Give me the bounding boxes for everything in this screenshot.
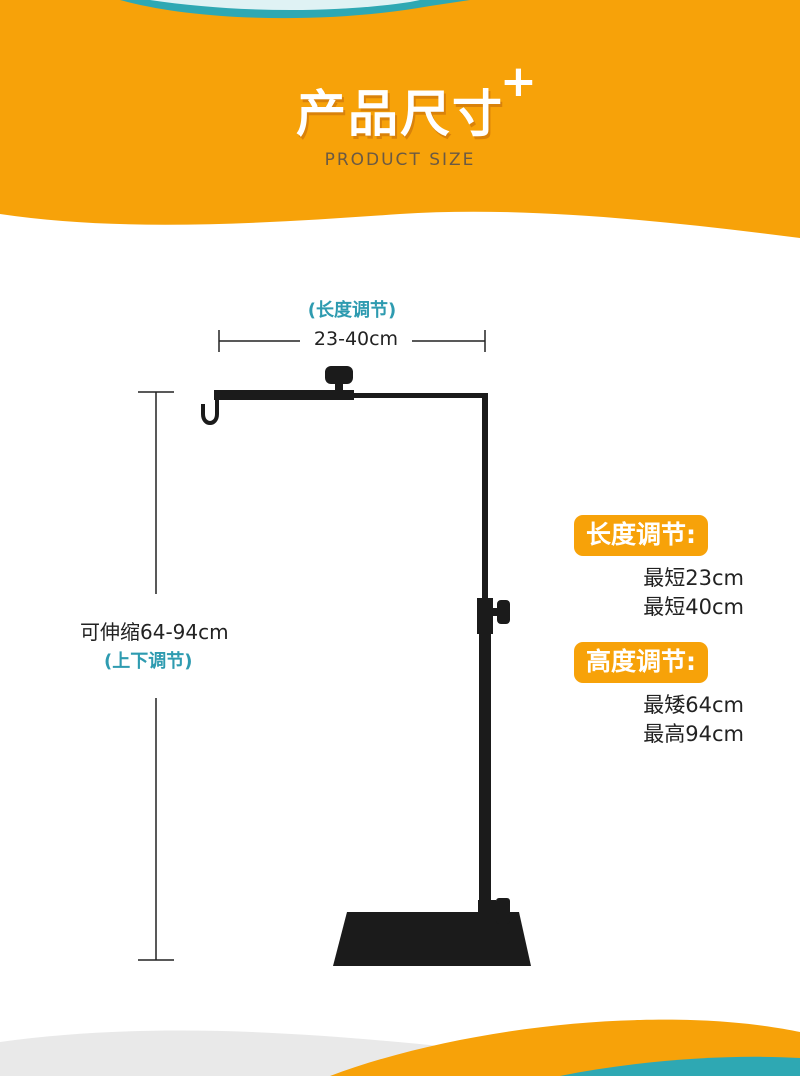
stand-arm — [222, 393, 488, 398]
length-min-spec: 最短23cm — [643, 566, 744, 590]
stand-upper-pole — [482, 394, 488, 600]
height-min-spec: 最矮64cm — [643, 693, 744, 717]
page-title: 产品尺寸 — [296, 85, 504, 143]
header-band — [0, 0, 800, 238]
page-subtitle: PRODUCT SIZE — [324, 150, 476, 170]
hanging-hook — [201, 395, 219, 425]
length-adjust-label: (长度调节) — [307, 300, 397, 321]
height-spec-badge: 高度调节: — [574, 642, 708, 683]
length-spec-badge: 长度调节: — [574, 515, 708, 556]
middle-knob — [497, 600, 510, 624]
arm-sleeve — [214, 390, 354, 400]
length-range-label: 23-40cm — [300, 328, 412, 350]
header-top-highlight — [150, 0, 420, 11]
height-dimension-line — [138, 391, 174, 961]
height-max-spec: 最高94cm — [643, 722, 744, 746]
middle-knob-stem — [493, 608, 499, 616]
height-range-label: 可伸缩64-94cm — [80, 620, 229, 644]
base-knob — [496, 898, 510, 924]
stand-product — [201, 366, 531, 966]
length-max-spec: 最短40cm — [643, 595, 744, 619]
plus-icon: + — [500, 56, 537, 107]
top-knob — [325, 366, 353, 384]
height-adjust-label: (上下调节) — [104, 651, 193, 672]
length-dimension-line — [218, 330, 486, 352]
top-knob-stem — [335, 382, 343, 390]
stand-base — [333, 912, 531, 966]
bottom-teal-wave — [560, 1056, 800, 1076]
stand-lower-pole — [479, 600, 491, 912]
stand-middle-collar — [477, 598, 493, 634]
